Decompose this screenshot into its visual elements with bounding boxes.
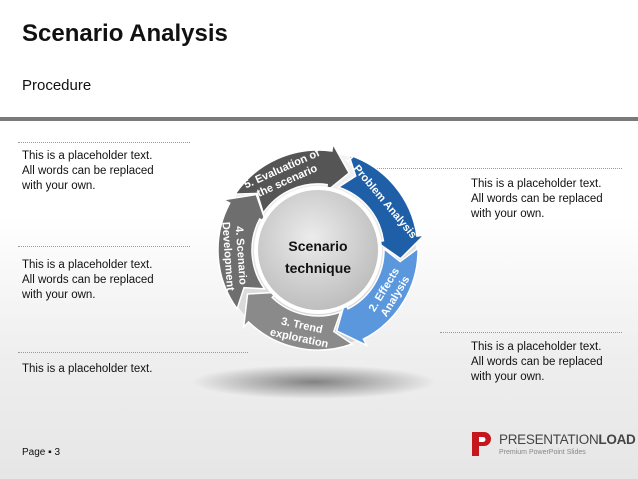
cycle-arrow-2 [335,246,419,347]
placeholder-line: This is a placeholder text. [471,341,602,353]
page-title: Scenario Analysis [22,20,228,47]
placeholder-line: All words can be replaced [471,193,603,205]
placeholder-line: with your own. [22,289,96,301]
center-circle [254,186,382,314]
placeholder-left-bottom: This is a placeholder text. [22,362,152,377]
center-label-line1: Scenario [288,238,347,254]
page-subtitle: Procedure [22,77,92,94]
page-number: Page ▪ 3 [22,447,61,458]
placeholder-line: This is a placeholder text. [22,363,153,375]
logo-brand-bold: LOAD [598,432,636,447]
placeholder-line: This is a placeholder text. [22,150,153,162]
cycle-arrow-4 [217,193,268,311]
cycle-arrow-4-label-2: Development [219,221,236,291]
header-divider [0,117,638,121]
placeholder-line: This is a placeholder text. [471,178,602,190]
logo-tagline: Premium PowerPoint Slides [499,449,586,456]
placeholder-right-top: This is a placeholder text. All words ca… [471,177,603,222]
placeholder-left-top: This is a placeholder text. All words ca… [22,149,154,194]
placeholder-line: All words can be replaced [22,274,154,286]
logo-wordmark: PRESENTATIONLOAD [499,432,636,447]
placeholder-right-bottom: This is a placeholder text. All words ca… [471,340,603,385]
center-label-line2: technique [285,260,351,276]
placeholder-line: with your own. [471,208,545,220]
placeholder-line: with your own. [22,180,96,192]
placeholder-line: All words can be replaced [22,165,154,177]
logo-mark-icon [472,432,491,456]
cycle-arrow-1 [336,153,427,260]
cycle-arrow-5 [233,141,351,215]
dotted-line-right-bottom [440,332,622,333]
cycle-arrow-3 [242,291,354,351]
placeholder-line: All words can be replaced [471,356,603,368]
placeholder-left-mid: This is a placeholder text. All words ca… [22,258,154,303]
dotted-line-left-bottom [18,352,248,353]
dotted-line-left-top [18,142,190,143]
logo-brand-light: PRESENTATION [499,432,599,447]
presentationload-logo: PRESENTATIONLOAD Premium PowerPoint Slid… [470,430,636,464]
diagram-shadow [192,365,436,399]
cycle-arrow-4-label-1: 4. Scenario [233,226,249,286]
placeholder-line: This is a placeholder text. [22,259,153,271]
dotted-line-right-top [360,168,622,169]
dotted-line-left-mid [18,246,190,247]
placeholder-line: with your own. [471,371,545,383]
